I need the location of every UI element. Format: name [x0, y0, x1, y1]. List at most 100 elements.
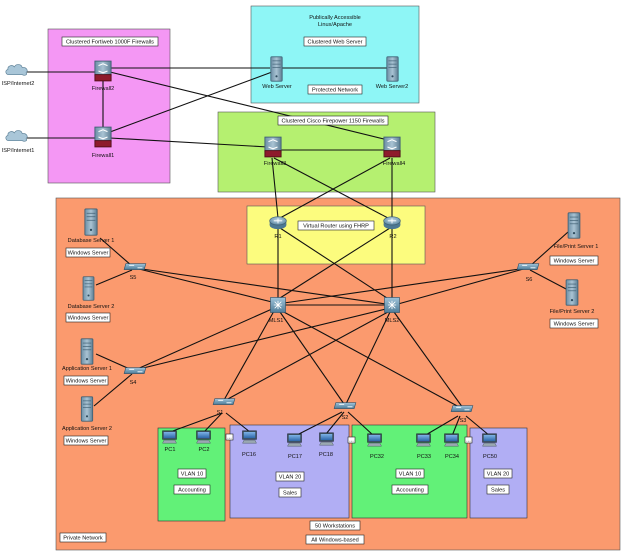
- s2-label: S2: [342, 415, 349, 421]
- app-server1-label: Application Server 1: [62, 366, 112, 372]
- db-server2-os: Windows Server: [68, 316, 109, 322]
- web-zone-footer: Protected Network: [312, 88, 358, 94]
- web-server2-label: Web Server2: [376, 84, 409, 90]
- pc17-icon[interactable]: [287, 433, 302, 447]
- pc16-icon[interactable]: [242, 430, 257, 444]
- pc2-icon[interactable]: [196, 430, 211, 444]
- ellipsis-2: ...: [349, 438, 354, 444]
- app-server2-os: Windows Server: [66, 439, 107, 445]
- s6-switch-icon[interactable]: [516, 263, 540, 270]
- web-server-label: Web Server: [262, 84, 292, 90]
- pc50-icon[interactable]: [482, 433, 497, 447]
- firewall3-icon[interactable]: [264, 136, 282, 158]
- r2-label: R2: [389, 234, 396, 240]
- s2-switch-icon[interactable]: [333, 402, 357, 409]
- s5-label: S5: [130, 275, 137, 281]
- fortiweb-zone-title: Clustered Fortiweb 1000F Firewalls: [66, 40, 154, 46]
- pc18-label: PC18: [319, 452, 333, 458]
- app-server2-icon[interactable]: [80, 396, 94, 422]
- router-zone: [246, 205, 426, 265]
- multilayer-switches: MLS1 MLS2: [269, 297, 400, 324]
- link-fw2-fw4: [109, 71, 389, 141]
- vlan10a-name: VLAN 10: [181, 472, 203, 478]
- db-server1-icon[interactable]: [84, 208, 98, 236]
- private-zone-footer-line1: 50 Workstations: [315, 524, 355, 530]
- isp2-cloud-icon[interactable]: [5, 64, 28, 76]
- link-fp2-s6: [529, 269, 569, 291]
- vlan10b-name: VLAN 10: [399, 472, 421, 478]
- web-server2-icon[interactable]: [386, 56, 399, 82]
- firewall2-label: Firewall2: [92, 86, 114, 92]
- firewall2-icon[interactable]: [94, 60, 112, 82]
- link-s5-mls2: [134, 267, 387, 305]
- link-fw4-r1: [279, 157, 391, 219]
- link-app2-s4: [93, 373, 133, 407]
- s5-switch-icon[interactable]: [123, 263, 147, 270]
- fp-server2-os: Windows Server: [554, 322, 595, 328]
- s4-switch-icon[interactable]: [123, 367, 147, 374]
- link-s2-pc17: [294, 411, 343, 437]
- link-fp1-s6: [529, 231, 569, 267]
- s1-switch-icon[interactable]: [212, 398, 236, 405]
- pc18-icon[interactable]: [319, 432, 334, 446]
- link-s6-mls1: [283, 267, 528, 304]
- link-s1-pc16: [225, 412, 251, 433]
- firewall3-label: Firewall3: [264, 161, 286, 167]
- s3-label: S3: [460, 418, 467, 424]
- link-r1-mls2: [279, 227, 391, 301]
- private-zone-label: Private Network: [63, 536, 103, 542]
- isp2-label: ISP/Internet2: [2, 81, 35, 87]
- vlan20a-dept: Sales: [283, 491, 297, 497]
- isp1-cloud-icon[interactable]: [5, 130, 28, 142]
- link-s6-mls2: [397, 267, 528, 305]
- pc33-icon[interactable]: [416, 433, 431, 447]
- link-s2-pc18: [325, 411, 345, 435]
- firewall1-icon[interactable]: [94, 126, 112, 148]
- pc1-icon[interactable]: [162, 430, 177, 444]
- s4-label: S4: [130, 380, 137, 386]
- link-s4-mls2: [134, 308, 387, 371]
- link-s3-pc34: [451, 415, 461, 437]
- link-s1-pc2: [203, 412, 223, 433]
- zone-labels: Clustered Fortiweb 1000F Firewalls Publi…: [59, 15, 389, 545]
- mls2-switch-icon[interactable]: [384, 297, 400, 313]
- pc33-label: PC33: [417, 454, 431, 460]
- workstations: PC1 PC2 ... PC16 PC17 PC18 ... PC32 PC33…: [162, 430, 497, 460]
- app-server1-icon[interactable]: [80, 338, 94, 365]
- db-server1-os: Windows Server: [68, 251, 109, 257]
- access-switches: S5 S6 S4 S1 S2 S3: [123, 263, 540, 424]
- link-s3-pc50: [465, 415, 491, 437]
- mls1-switch-icon[interactable]: [270, 297, 286, 313]
- firewall1-label: Firewall1: [92, 153, 114, 159]
- firewall4-icon[interactable]: [383, 136, 401, 158]
- fp-server1-icon[interactable]: [567, 212, 581, 239]
- app-server1-os: Windows Server: [66, 379, 107, 385]
- vlan20b-name: VLAN 20: [487, 472, 509, 478]
- pc34-icon[interactable]: [444, 433, 459, 447]
- link-s2-pc32: [347, 411, 375, 437]
- web-server-icon[interactable]: [270, 56, 283, 82]
- db-server2-icon[interactable]: [82, 276, 95, 301]
- link-db2-s5: [95, 269, 133, 286]
- fp-server2-label: File/Print Server 2: [550, 309, 595, 315]
- pc50-label: PC50: [483, 454, 497, 460]
- fp-server1-os: Windows Server: [554, 259, 595, 265]
- fp-server1-label: File/Print Server 1: [554, 244, 599, 250]
- s3-switch-icon[interactable]: [450, 405, 474, 412]
- r2-router-icon[interactable]: [383, 216, 401, 230]
- web-servers: Web Server Web Server2: [262, 56, 409, 90]
- app-server2-label: Application Server 2: [62, 426, 112, 432]
- fortiweb-zone: [47, 28, 171, 184]
- web-zone-subtitle: Clustered Web Server: [308, 40, 363, 46]
- link-s3-pc33: [423, 415, 459, 437]
- pc32-icon[interactable]: [367, 433, 382, 447]
- fp-server2-icon[interactable]: [565, 279, 579, 306]
- link-r2-mls1: [279, 227, 391, 299]
- vlan-labels: VLAN 10 Accounting VLAN 20 Sales VLAN 10…: [173, 468, 513, 498]
- link-s5-mls1: [134, 267, 273, 303]
- r1-router-icon[interactable]: [269, 216, 287, 230]
- routers: R1 R2: [269, 216, 401, 240]
- s1-label: S1: [217, 410, 224, 416]
- links: [26, 67, 569, 437]
